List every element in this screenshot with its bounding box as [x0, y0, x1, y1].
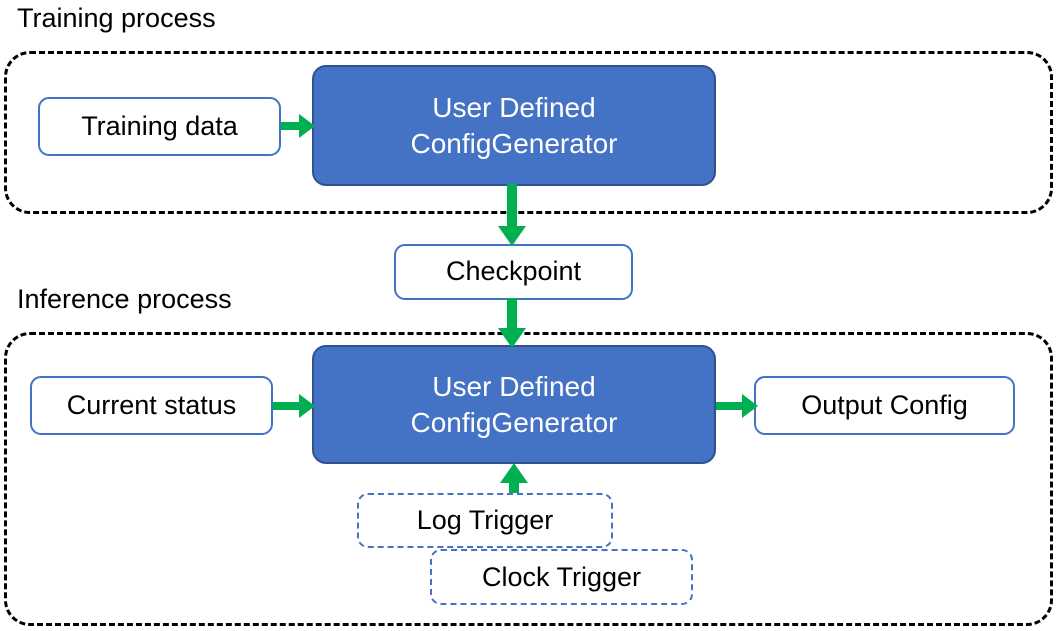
node-checkpoint-label: Checkpoint	[445, 256, 582, 287]
node-log-trigger[interactable]: Log Trigger	[357, 493, 613, 548]
arrow-checkpoint-to-generator-icon	[498, 298, 526, 348]
node-training-generator-line1: User Defined	[432, 91, 596, 123]
node-inference-generator-line1: User Defined	[432, 370, 596, 402]
node-current-status[interactable]: Current status	[30, 376, 273, 435]
training-process-label: Training process	[17, 3, 216, 33]
node-training-generator-line2: ConfigGenerator	[410, 127, 618, 159]
arrow-generator-to-output-config-icon	[716, 394, 758, 418]
node-clock-trigger-label: Clock Trigger	[481, 561, 642, 592]
node-current-status-label: Current status	[66, 389, 237, 420]
node-training-data[interactable]: Training data	[38, 97, 281, 156]
inference-process-container	[4, 332, 1053, 626]
node-training-user-defined-configgenerator[interactable]: User Defined ConfigGenerator	[312, 65, 716, 186]
node-clock-trigger[interactable]: Clock Trigger	[430, 549, 693, 605]
node-checkpoint[interactable]: Checkpoint	[394, 244, 633, 300]
node-output-config-label: Output Config	[801, 389, 968, 420]
node-inference-generator-line2: ConfigGenerator	[410, 406, 618, 438]
arrow-trigger-to-generator-icon	[500, 463, 528, 498]
training-process-container	[4, 51, 1053, 214]
arrow-generator-to-checkpoint-icon	[498, 184, 526, 246]
node-output-config[interactable]: Output Config	[754, 376, 1015, 435]
node-inference-user-defined-configgenerator[interactable]: User Defined ConfigGenerator	[312, 345, 716, 464]
arrow-current-status-to-generator-icon	[273, 394, 315, 418]
node-log-trigger-label: Log Trigger	[416, 505, 554, 535]
node-training-data-label: Training data	[81, 110, 238, 141]
arrow-training-data-to-generator-icon	[281, 114, 315, 138]
inference-process-label: Inference process	[17, 284, 232, 314]
